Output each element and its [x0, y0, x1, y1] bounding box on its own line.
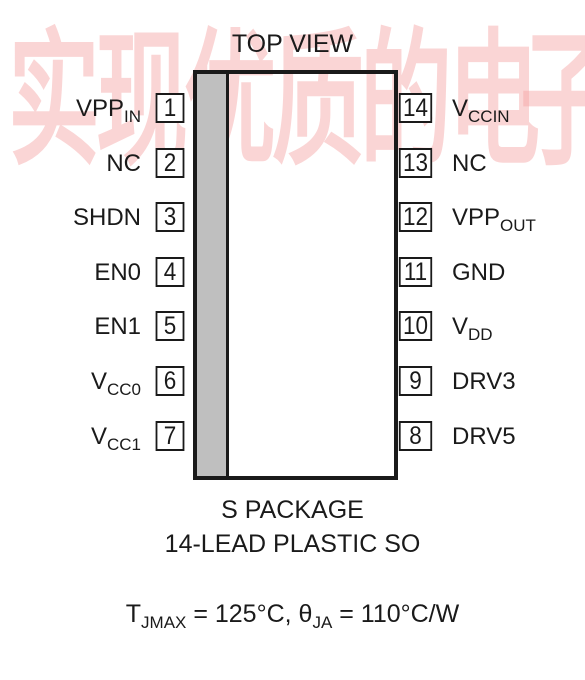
pin-label-9: DRV3 — [452, 368, 516, 396]
thermal-spec: TJMAX = 125°C, θJA = 110°C/W — [0, 600, 585, 632]
pin-label-6: VCC0 — [90, 368, 141, 399]
pin-label-subscript: OUT — [500, 216, 536, 235]
pin-label-main: GND — [452, 259, 506, 286]
pin-number-8: 8 — [398, 421, 433, 451]
ic-package-body — [193, 70, 398, 480]
pin-label-5: EN1 — [94, 313, 141, 341]
pin-label-main: SHDN — [72, 204, 141, 231]
tjmax-value: = 125°C, — [186, 600, 299, 628]
tjmax-subscript: JMAX — [141, 613, 187, 632]
pin-label-12: VPPOUT — [452, 204, 536, 235]
pin-label-main: VPP — [452, 204, 501, 231]
pin-label-main: V — [452, 313, 469, 340]
pin-number-10: 10 — [398, 311, 433, 341]
pin-label-main: DRV3 — [452, 368, 516, 395]
pin-label-4: EN0 — [94, 259, 141, 287]
pin-label-8: DRV5 — [452, 423, 516, 451]
pin-label-14: VCCIN — [452, 95, 510, 126]
pin-label-3: SHDN — [73, 204, 141, 232]
pin-number-9: 9 — [398, 366, 433, 396]
pin-label-11: GND — [452, 259, 505, 287]
pin-number-11: 11 — [398, 257, 433, 287]
pin-label-main: NC — [106, 150, 141, 177]
diagram-title: TOP VIEW — [231, 30, 354, 58]
pin-label-main: NC — [452, 150, 487, 177]
pin-label-10: VDD — [452, 313, 493, 344]
pin-label-main: V — [90, 423, 107, 450]
pin-number-3: 3 — [155, 202, 185, 232]
pin-number-12: 12 — [398, 202, 433, 232]
pin-label-subscript: DD — [468, 325, 493, 344]
pin-number-4: 4 — [155, 257, 185, 287]
theta-value: = 110°C/W — [332, 600, 460, 628]
pin-label-main: EN0 — [94, 259, 141, 286]
tjmax-symbol: T — [125, 600, 142, 628]
pin-label-subscript: CCIN — [468, 107, 510, 126]
package-description: 14-LEAD PLASTIC SO — [164, 530, 421, 558]
pin-label-main: EN1 — [94, 313, 141, 340]
theta-subscript: JA — [312, 613, 333, 632]
pin-label-subscript: CC1 — [106, 435, 141, 454]
theta-symbol: θ — [298, 600, 313, 628]
pin-number-7: 7 — [155, 421, 185, 451]
pin-label-main: V — [90, 368, 107, 395]
pin-number-14: 14 — [398, 93, 433, 123]
pin-label-13: NC — [452, 150, 487, 178]
package-type: S PACKAGE — [221, 496, 364, 524]
pin-label-main: V — [452, 95, 469, 122]
pin-number-6: 6 — [155, 366, 185, 396]
pin-label-subscript: IN — [124, 107, 141, 126]
pin-label-2: NC — [106, 150, 141, 178]
pin-number-2: 2 — [155, 148, 185, 178]
pin-label-1: VPPIN — [75, 95, 141, 126]
pin-label-7: VCC1 — [90, 423, 141, 454]
pin-number-13: 13 — [398, 148, 433, 178]
pin-label-subscript: CC0 — [106, 380, 141, 399]
pin-label-main: VPP — [75, 95, 124, 122]
pin1-indicator-stripe — [197, 74, 229, 476]
pin-number-5: 5 — [155, 311, 185, 341]
pin-label-main: DRV5 — [452, 423, 516, 450]
pin-number-1: 1 — [155, 93, 185, 123]
